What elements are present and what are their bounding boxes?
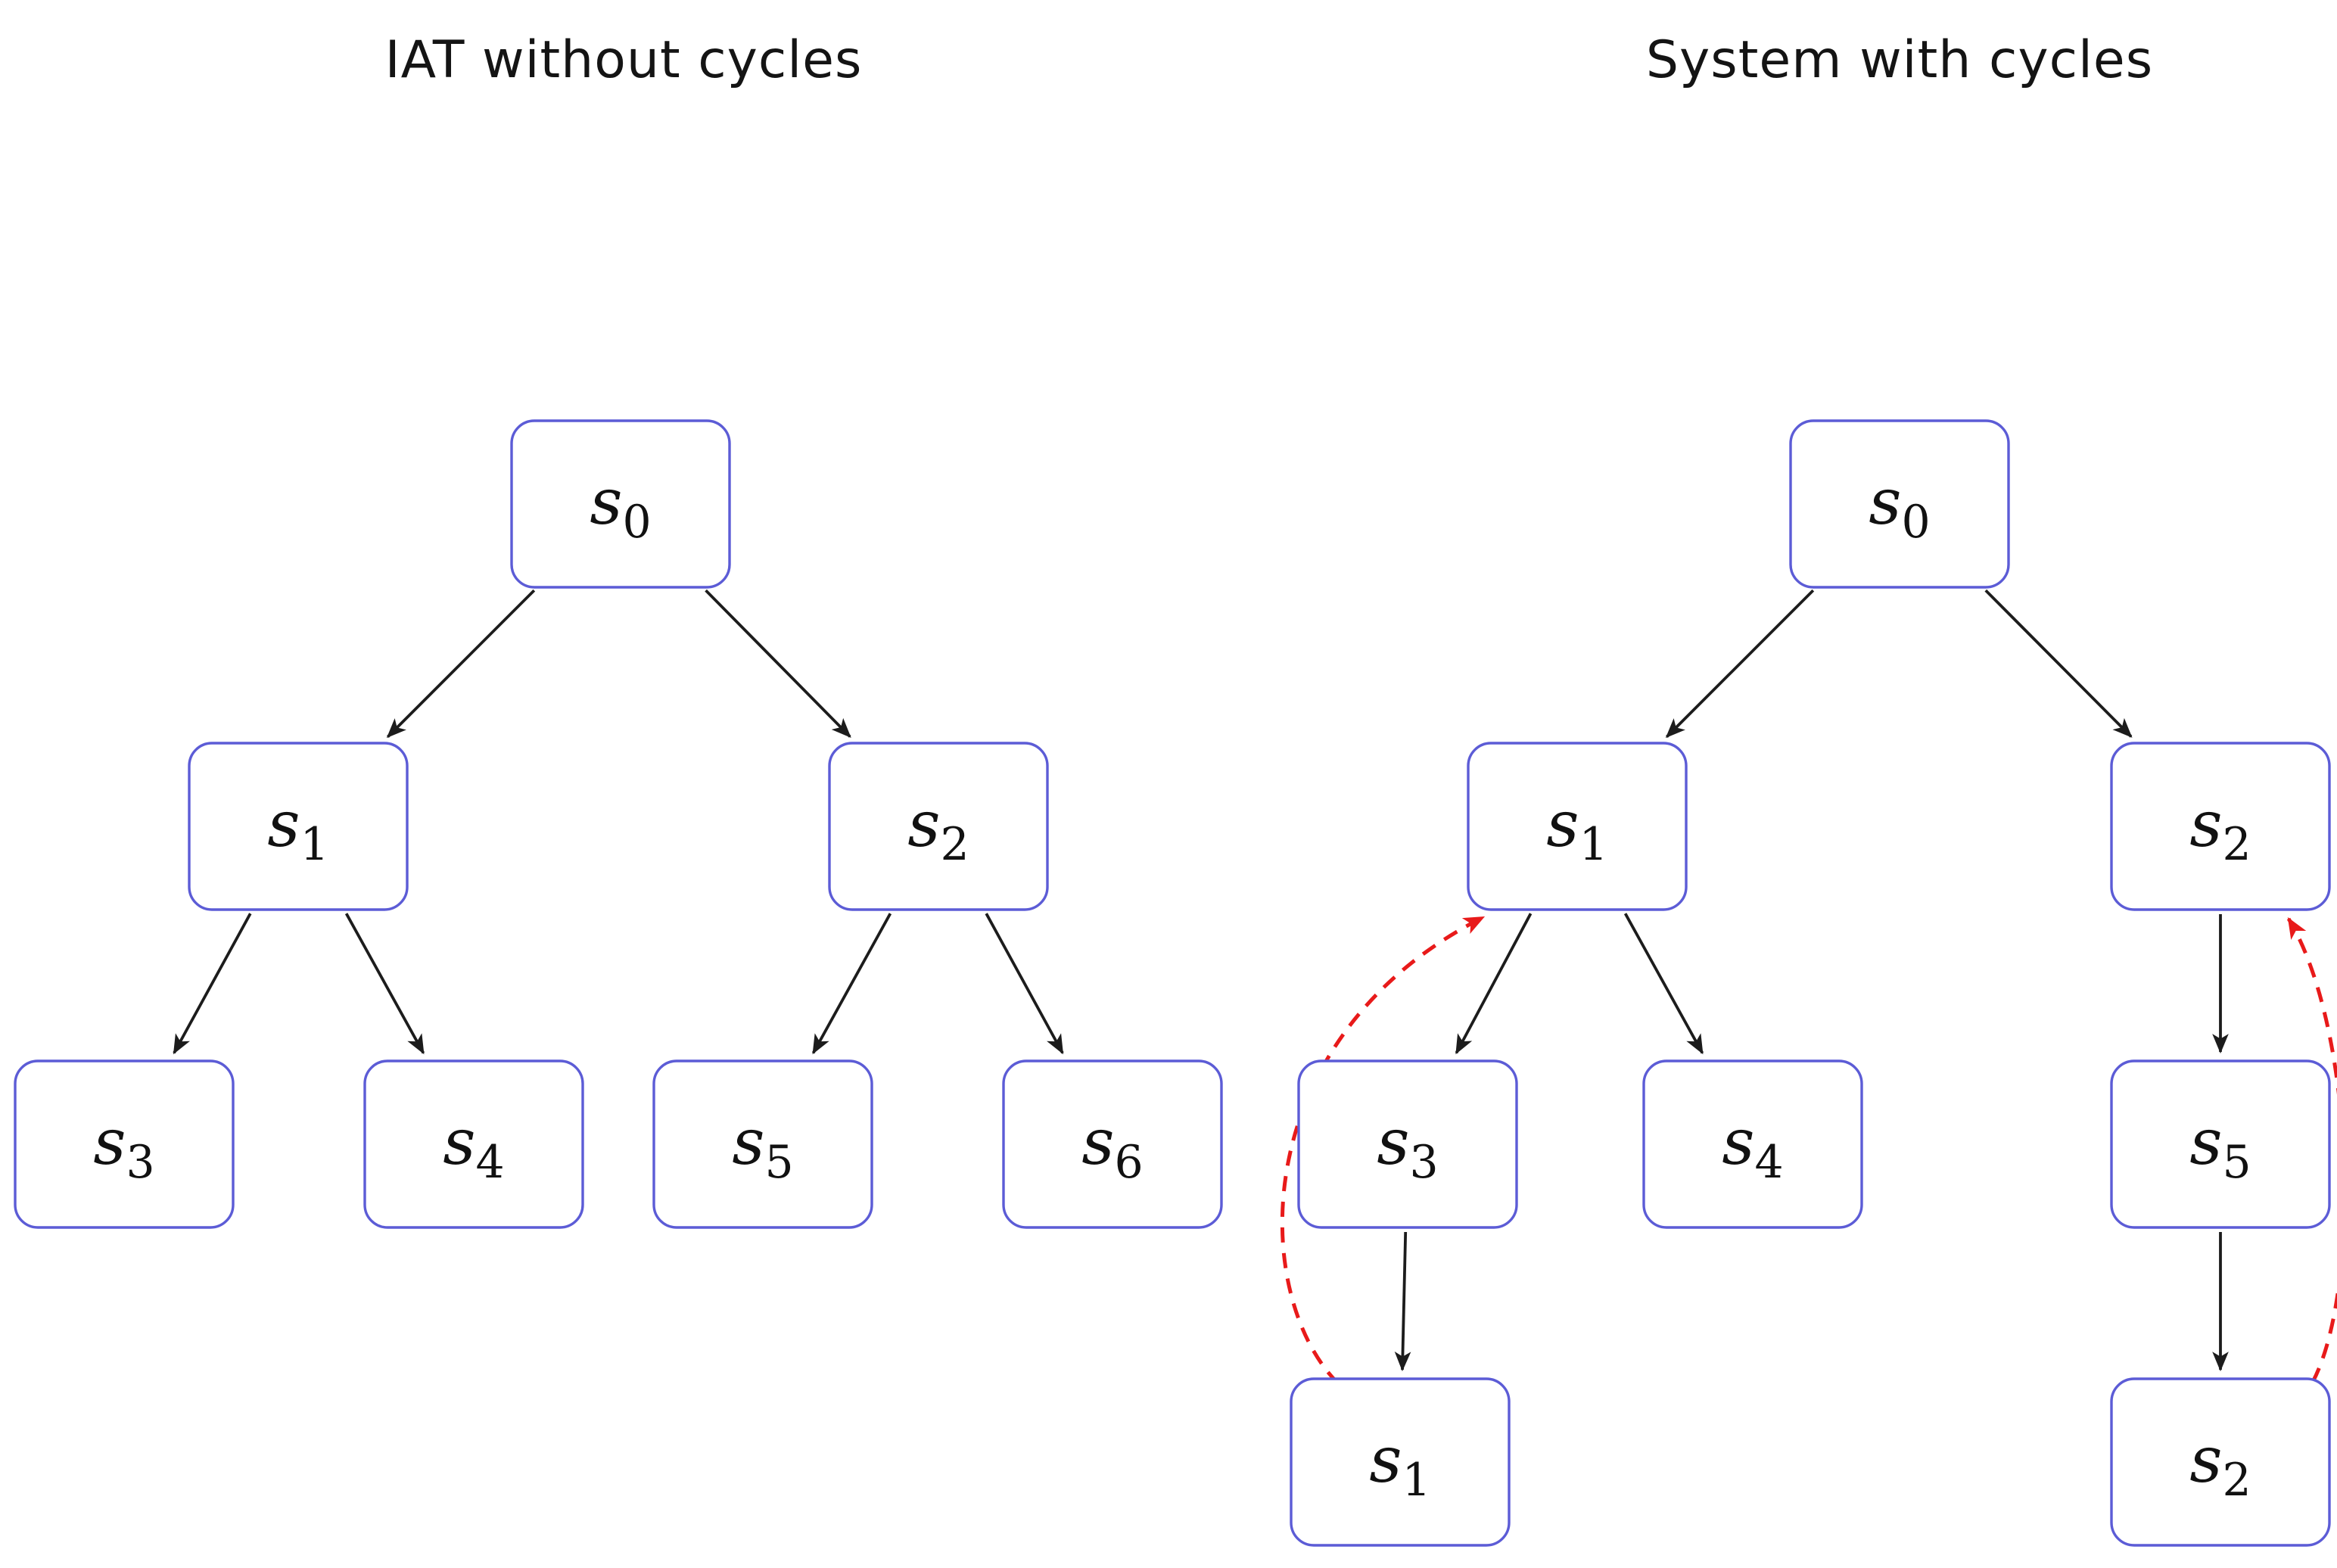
edge-left-s1-to-s3: [173, 913, 252, 1055]
edge-left-s2-to-s6: [985, 913, 1064, 1055]
node-box-s1_repeat: [1290, 1377, 1511, 1547]
node-label-s5: s5: [732, 1105, 793, 1189]
node-label-s4: s4: [443, 1105, 504, 1189]
tree-node-right-s5: s5: [2110, 1059, 2331, 1229]
cycle-edge-right-s1_repeat-to-s1: [1280, 915, 1486, 1385]
cycle-edge-right-s2_repeat-to-s2: [2286, 917, 2337, 1383]
node-box-s2: [828, 742, 1049, 911]
diagram-title-left: IAT without cycles: [384, 30, 863, 90]
node-label-s6: s6: [1081, 1105, 1143, 1189]
diagram-title-right: System with cycles: [1645, 30, 2154, 90]
tree-node-left-s4: s4: [363, 1059, 584, 1229]
tree-node-left-s0: s0: [510, 419, 731, 589]
edge-right-s1-to-s3: [1455, 913, 1533, 1055]
node-box-s6: [1002, 1059, 1223, 1229]
node-label-s2: s2: [2189, 787, 2251, 871]
tree-node-right-s2: s2: [2110, 742, 2331, 911]
node-label-s3: s3: [93, 1105, 154, 1189]
tree-node-left-s3: s3: [14, 1059, 235, 1229]
node-box-s1: [1467, 742, 1688, 911]
tree-node-left-s6: s6: [1002, 1059, 1223, 1229]
tree-node-left-s1: s1: [188, 742, 409, 911]
edge-right-s3-to-s1_repeat: [1394, 1231, 1411, 1372]
tree-node-left-s5: s5: [652, 1059, 873, 1229]
node-box-s0: [510, 419, 731, 589]
node-box-s2_repeat: [2110, 1377, 2331, 1547]
tree-node-left-s2: s2: [828, 742, 1049, 911]
node-box-s3: [1297, 1059, 1518, 1229]
node-label-s2_repeat: s2: [2189, 1423, 2251, 1507]
edge-right-s0-to-s1: [1665, 589, 1815, 739]
edge-right-s1-to-s4: [1623, 913, 1704, 1055]
edge-left-s1-to-s4: [344, 913, 425, 1055]
tree-node-right-s4: s4: [1642, 1059, 1863, 1229]
node-box-s4: [1642, 1059, 1863, 1229]
node-box-s3: [14, 1059, 235, 1229]
node-box-s0: [1789, 419, 2010, 589]
edge-right-s0-to-s2: [1984, 589, 2133, 738]
node-label-s0: s0: [590, 465, 651, 549]
node-box-s5: [652, 1059, 873, 1229]
node-label-s3: s3: [1377, 1105, 1438, 1189]
edge-left-s0-to-s2: [705, 589, 851, 738]
node-box-s5: [2110, 1059, 2331, 1229]
node-box-s2: [2110, 742, 2331, 911]
tree-node-right-s2_repeat: s2: [2110, 1377, 2331, 1547]
tree-node-right-s1: s1: [1467, 742, 1688, 911]
node-label-s1: s1: [1546, 787, 1607, 871]
node-label-s5: s5: [2189, 1105, 2251, 1189]
edge-left-s2-to-s5: [811, 913, 892, 1055]
edge-left-s0-to-s1: [386, 589, 536, 739]
node-label-s1_repeat: s1: [1369, 1423, 1430, 1507]
tree-node-right-s3: s3: [1297, 1059, 1518, 1229]
node-label-s4: s4: [1722, 1105, 1783, 1189]
node-box-s1: [188, 742, 409, 911]
tree-node-right-s1_repeat: s1: [1290, 1377, 1511, 1547]
node-label-s1: s1: [267, 787, 328, 871]
node-label-s0: s0: [1869, 465, 1930, 549]
node-label-s2: s2: [907, 787, 969, 871]
node-box-s4: [363, 1059, 584, 1229]
tree-node-right-s0: s0: [1789, 419, 2010, 589]
